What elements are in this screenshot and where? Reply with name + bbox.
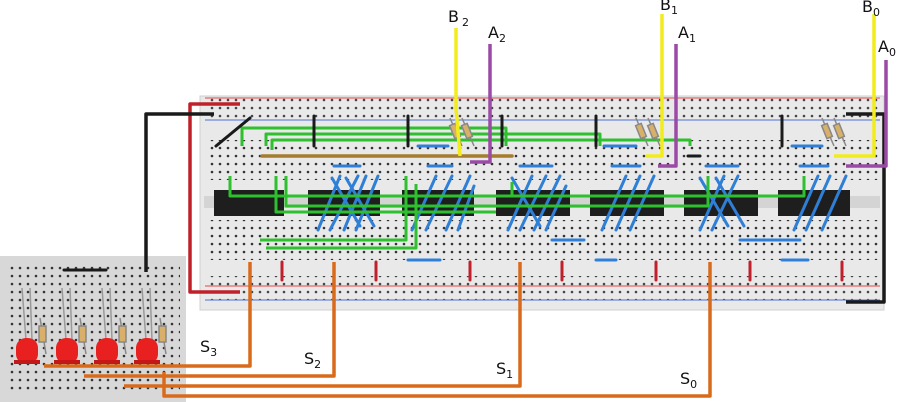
ic-chip-1 — [214, 190, 284, 216]
top-power-rail — [210, 98, 878, 120]
resistor-pair-1 — [634, 117, 661, 147]
bottom-power-rail — [210, 276, 878, 300]
wire-b2 — [454, 28, 462, 157]
output-labels: S3 S2 S1 S0 — [200, 337, 697, 391]
label-a0: A0 — [878, 37, 896, 59]
red-power-wire — [188, 102, 240, 294]
label-s0: S0 — [680, 369, 697, 391]
led-s2 — [54, 338, 80, 364]
wire-a1 — [658, 44, 678, 168]
input-wires — [454, 14, 888, 168]
label-s2: S2 — [304, 349, 321, 371]
upper-terminal-strip — [210, 140, 878, 180]
wire-b1 — [646, 14, 664, 158]
led-s0 — [134, 338, 160, 364]
black-ground-wire-left — [144, 112, 214, 272]
led-breadboard — [0, 256, 186, 402]
label-s1: S1 — [496, 359, 513, 381]
label-a2: A2 — [488, 23, 506, 45]
red-jumpers — [280, 260, 844, 282]
wire-a0 — [846, 60, 888, 168]
crossing-blue-wires — [316, 174, 848, 232]
green-wires — [228, 126, 806, 250]
led-s1 — [94, 338, 120, 364]
wire-s0 — [162, 262, 712, 398]
black-jumpers — [62, 114, 784, 272]
led-array — [14, 287, 167, 364]
input-resistors — [448, 117, 847, 147]
wire-s3 — [44, 262, 252, 368]
black-ground-wire-right — [846, 112, 886, 304]
label-b1: B1 — [660, 0, 678, 17]
resistor-pair-0 — [820, 117, 847, 147]
label-s3: S3 — [200, 337, 217, 359]
label-b0: B0 — [862, 0, 880, 19]
short-blue-jumpers — [332, 144, 830, 262]
wire-s2 — [84, 262, 336, 378]
wire-a2 — [470, 44, 492, 164]
led-resistors — [38, 317, 167, 355]
wire-b0 — [834, 14, 876, 158]
wire-s1 — [124, 262, 522, 388]
label-a1: A1 — [678, 23, 696, 45]
output-wires — [44, 262, 712, 398]
led-s3 — [14, 338, 40, 364]
led-legs — [21, 287, 153, 341]
